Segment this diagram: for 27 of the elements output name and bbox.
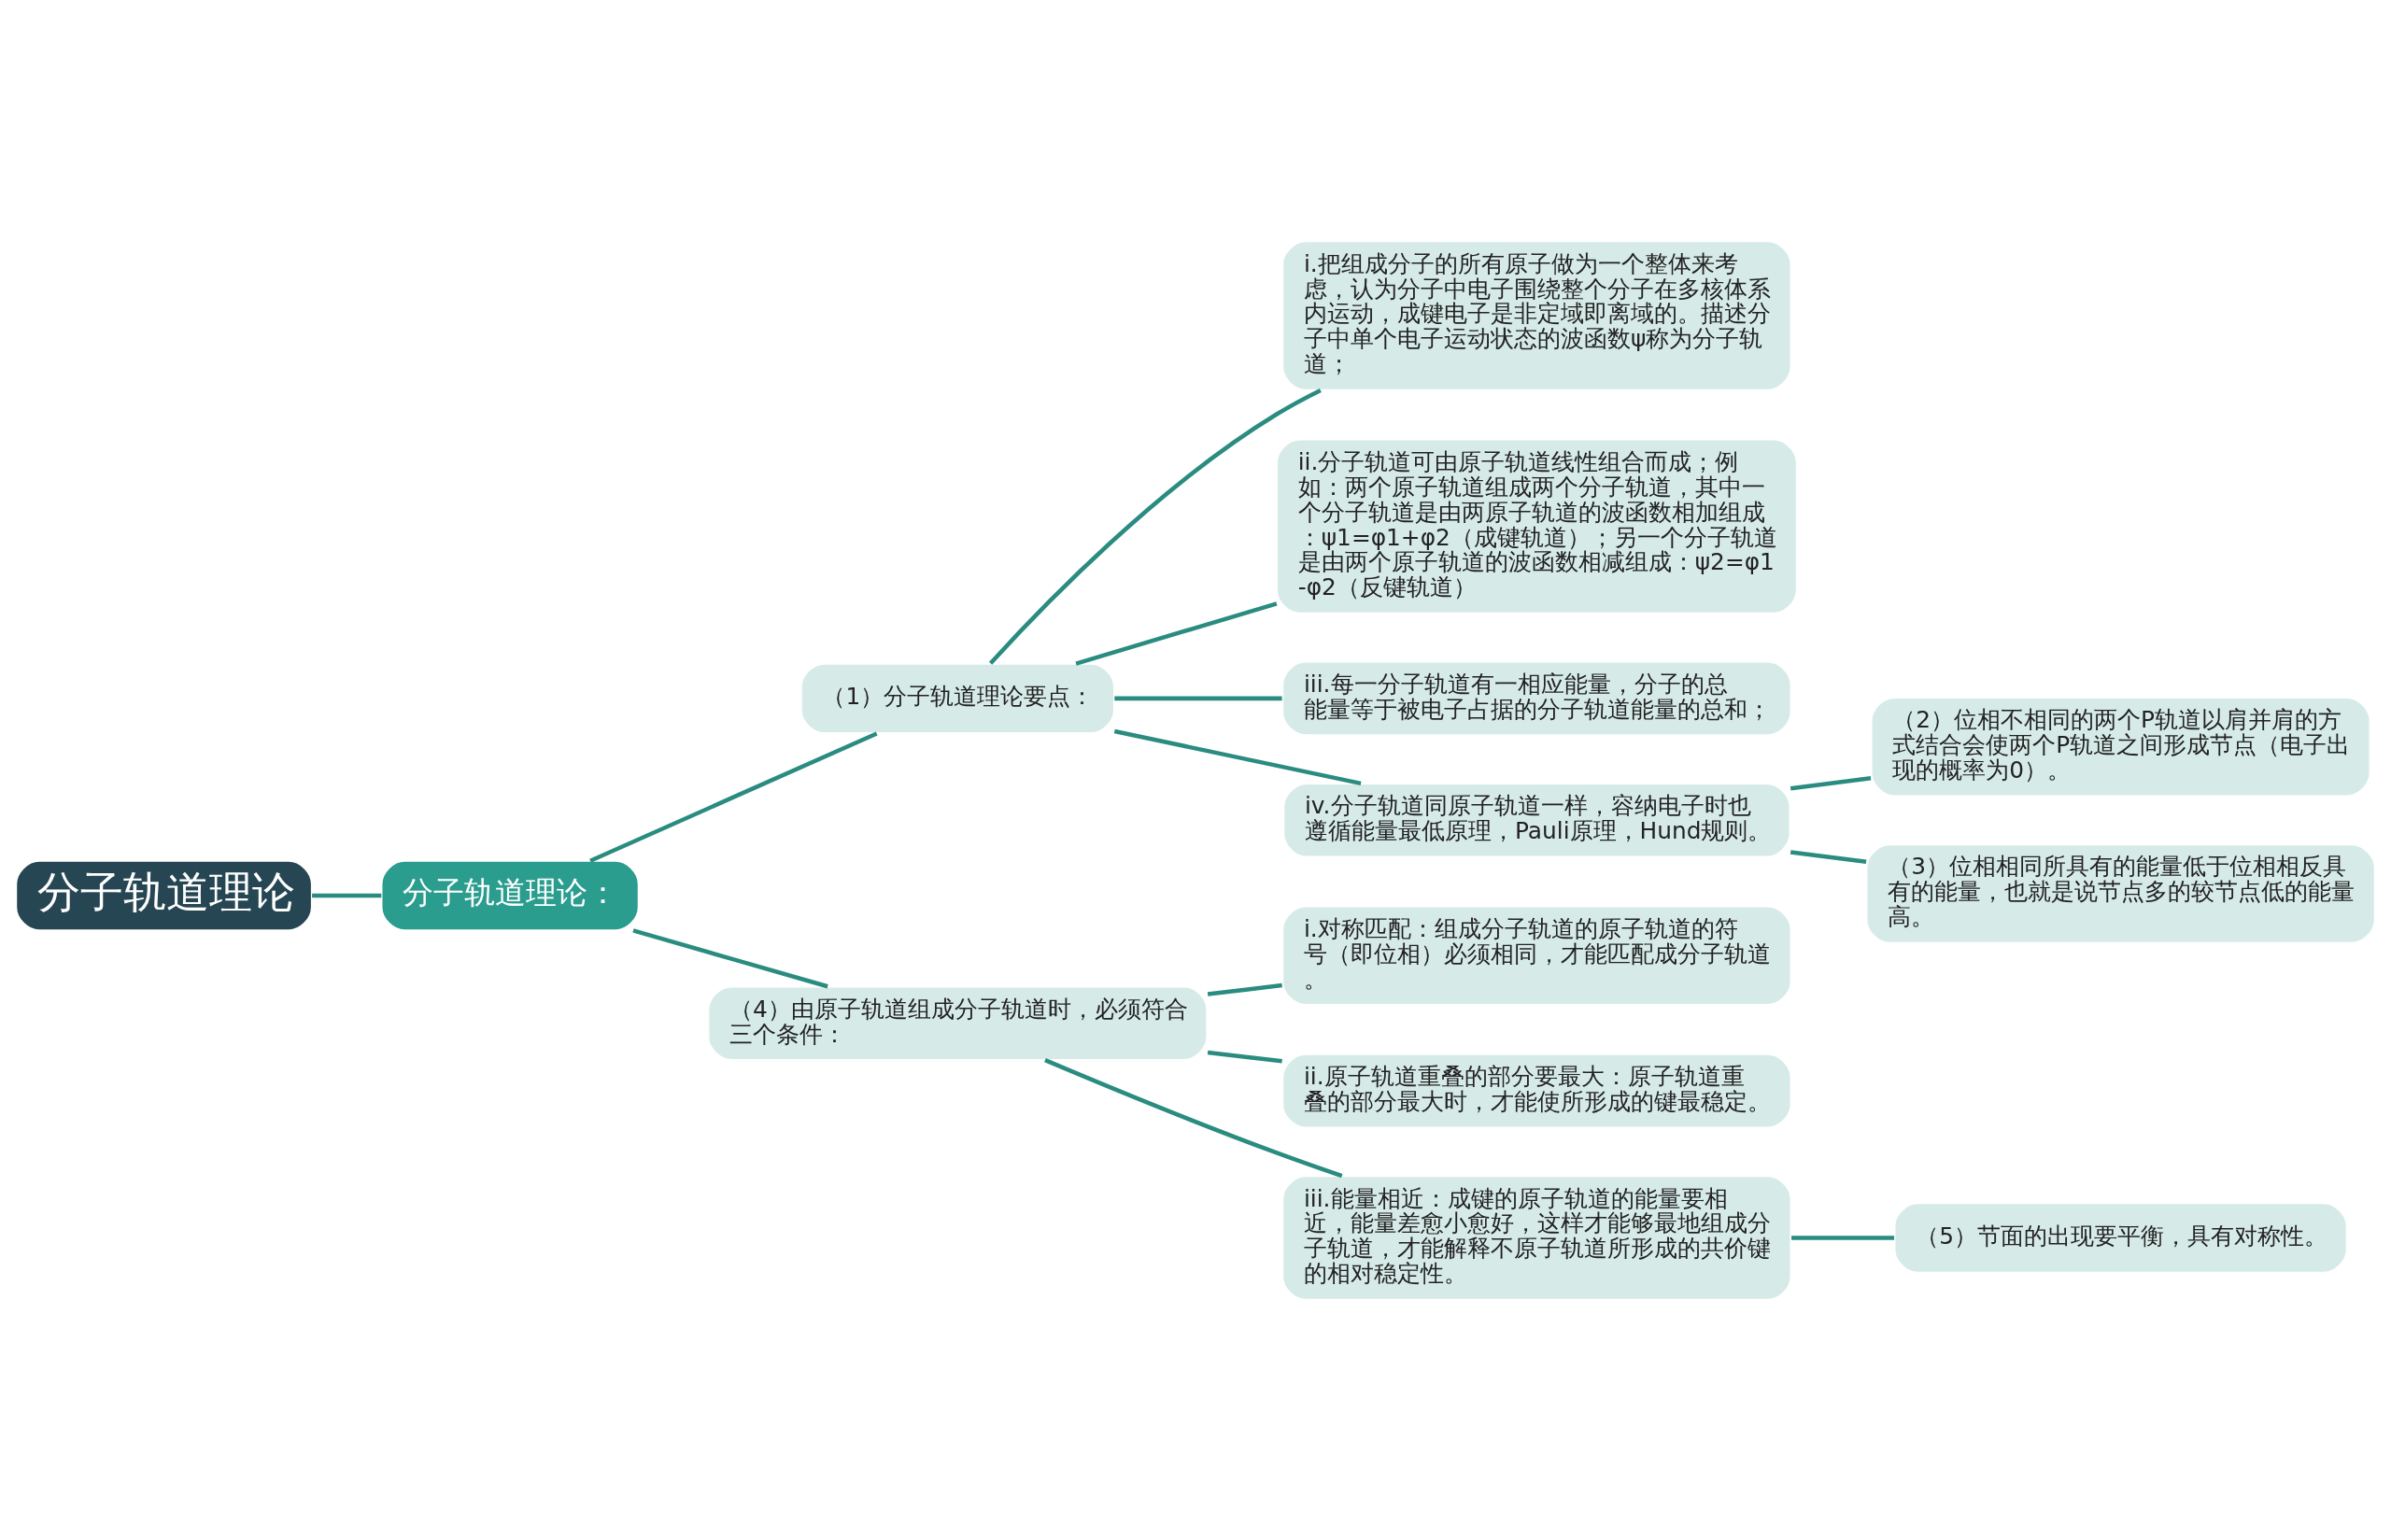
node-box: ii.原子轨道重叠的部分要最大：原子轨道重叠的部分最大时，才能使所形成的键最稳定。 [1281, 1053, 1792, 1128]
connector [1790, 849, 1867, 864]
node-box: （1）分子轨道理论要点： [799, 662, 1116, 734]
connector [1790, 775, 1872, 790]
connector [1114, 696, 1282, 700]
node-box: ii.分子轨道可由原子轨道线性组合而成；例如：两个原子轨道组成两个分子轨道，其中一个分子轨道是由两原子轨道的波函数相加组成：ψ1=φ1+φ2（成键轨道）；另一个分子轨道是由两个原子轨道的波函数相减组成：ψ2=φ1 -φ2（反键轨道） [1275, 437, 1798, 615]
connector [1044, 1057, 1343, 1178]
connector [1207, 982, 1282, 996]
connector [589, 730, 878, 863]
node-box: iii.每一分子轨道有一相应能量，分子的总能量等于被电子占据的分子轨道能量的总和； [1281, 660, 1792, 736]
node-box: （2）位相不相同的两个P轨道以肩并肩的方式结合会使两个P轨道之间形成节点（电子出现的概率为0）。 [1870, 696, 2371, 797]
node-box: i.对称匹配：组成分子轨道的原子轨道的符号（即位相）必须相同，才能匹配成分子轨道。 [1281, 904, 1792, 1006]
node-box: （4）由原子轨道组成分子轨道时，必须符合三个条件： [707, 984, 1209, 1061]
node-box: i.把组成分子的所有原子做为一个整体来考虑，认为分子中电子围绕整个分子在多核体系内运动，成键电子是非定域即离域的。描述分子中单个电子运动状态的波函数ψ称为分子轨道； [1281, 239, 1792, 391]
node-box: （5）节面的出现要平衡，具有对称性。 [1893, 1201, 2348, 1274]
node-box: iii.能量相近：成键的原子轨道的能量要相近，能量差愈小愈好，这样才能够最地组成分子轨道，才能解释不原子轨道所形成的共价键的相对稳定性。 [1281, 1174, 1792, 1301]
connector [1113, 728, 1362, 785]
connector [1791, 1235, 1895, 1240]
node-box: 分子轨道理论： [380, 859, 640, 931]
node-box: iv.分子轨道同原子轨道一样，容纳电子时也遵循能量最低原理，Pauli原理，Hund规则。 [1282, 782, 1791, 858]
connector [632, 927, 828, 988]
connector [1207, 1050, 1282, 1064]
node-box: 分子轨道理论 [15, 859, 313, 931]
connector [312, 893, 382, 897]
connector [1075, 600, 1278, 666]
connector [988, 388, 1322, 665]
node-box: （3）位相相同所具有的能量低于位相相反具有的能量，也就是说节点多的较节点低的能量高。 [1865, 842, 2376, 944]
